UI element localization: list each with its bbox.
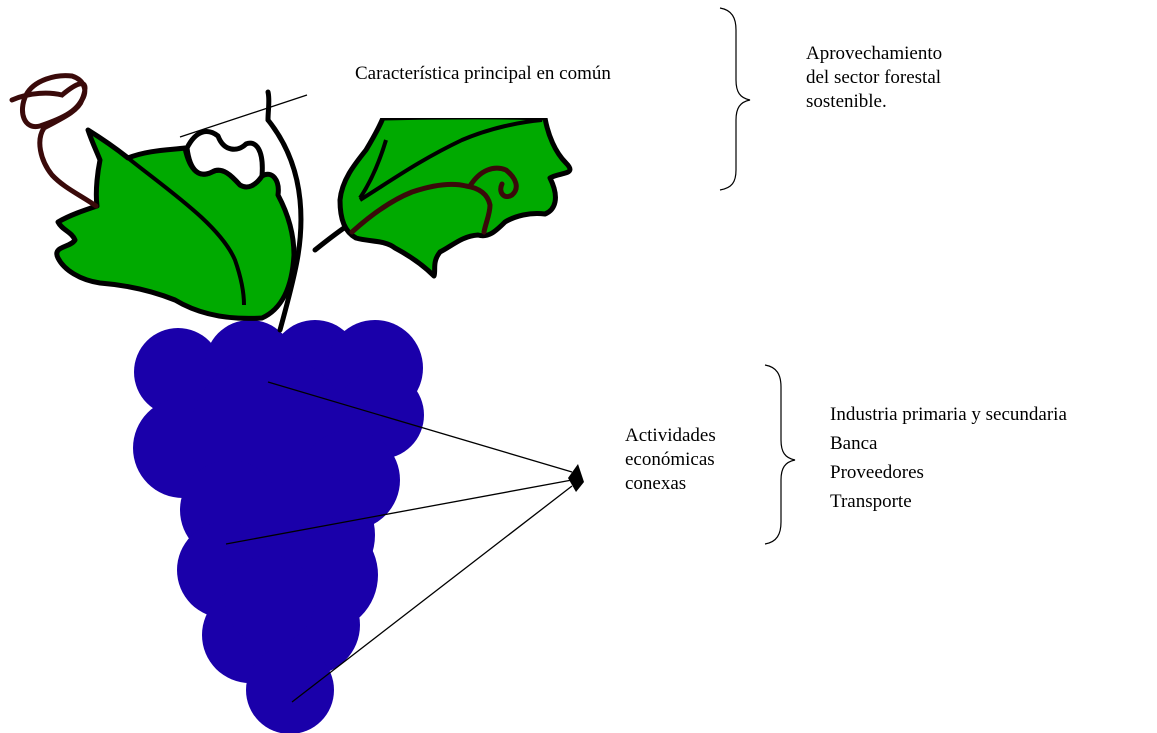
right-leaf xyxy=(330,96,580,279)
middle-brace xyxy=(764,364,796,545)
convergence-arrowhead xyxy=(568,464,584,492)
activities-list-item: Banca xyxy=(830,433,878,454)
pointer-line-1 xyxy=(267,381,573,473)
activities-list: Industria primaria y secundaria Banca Pr… xyxy=(830,400,1067,516)
left-leaf-vein xyxy=(126,156,246,306)
forestry-description-line: Aprovechamiento xyxy=(806,43,943,64)
right-leaf-vein xyxy=(358,118,543,202)
forestry-description-line: sostenible. xyxy=(806,91,887,112)
top-brace xyxy=(719,7,751,191)
grape-berry xyxy=(225,555,315,645)
activities-list-item: Industria primaria y secundaria xyxy=(830,404,1067,425)
forestry-description-line: del sector forestal xyxy=(806,67,942,88)
related-activities-line: económicas xyxy=(625,449,715,470)
related-activities-line: conexas xyxy=(625,473,687,494)
activities-list-item: Proveedores xyxy=(830,462,924,483)
forestry-description: Aprovechamiento del sector forestal sost… xyxy=(806,42,942,114)
tendril-right xyxy=(349,181,493,235)
grape-berry xyxy=(134,328,222,416)
tendril-curl xyxy=(467,165,519,200)
stem-branch-2 xyxy=(265,89,272,123)
related-activities-label: Actividades económicas conexas xyxy=(625,424,716,496)
left-leaf-notch xyxy=(184,129,265,190)
connectors xyxy=(179,94,573,703)
left-leaf xyxy=(54,127,297,321)
right-leaf-vein-2 xyxy=(358,139,388,200)
grape-bunch xyxy=(133,320,424,733)
tendrils xyxy=(9,73,519,235)
pointer-line-2 xyxy=(225,479,573,545)
tendril-left xyxy=(9,73,99,209)
pointer-line-3 xyxy=(291,485,573,703)
right-leaf-crop xyxy=(330,96,580,118)
activities-list-item: Transporte xyxy=(830,491,912,512)
common-characteristic-label: Característica principal en común xyxy=(355,63,611,84)
right-leaf-blade xyxy=(337,114,573,279)
stem-main xyxy=(265,117,304,333)
grape-berry xyxy=(246,646,334,733)
top-pointer-line xyxy=(179,94,308,138)
related-activities-line: Actividades xyxy=(625,425,716,446)
